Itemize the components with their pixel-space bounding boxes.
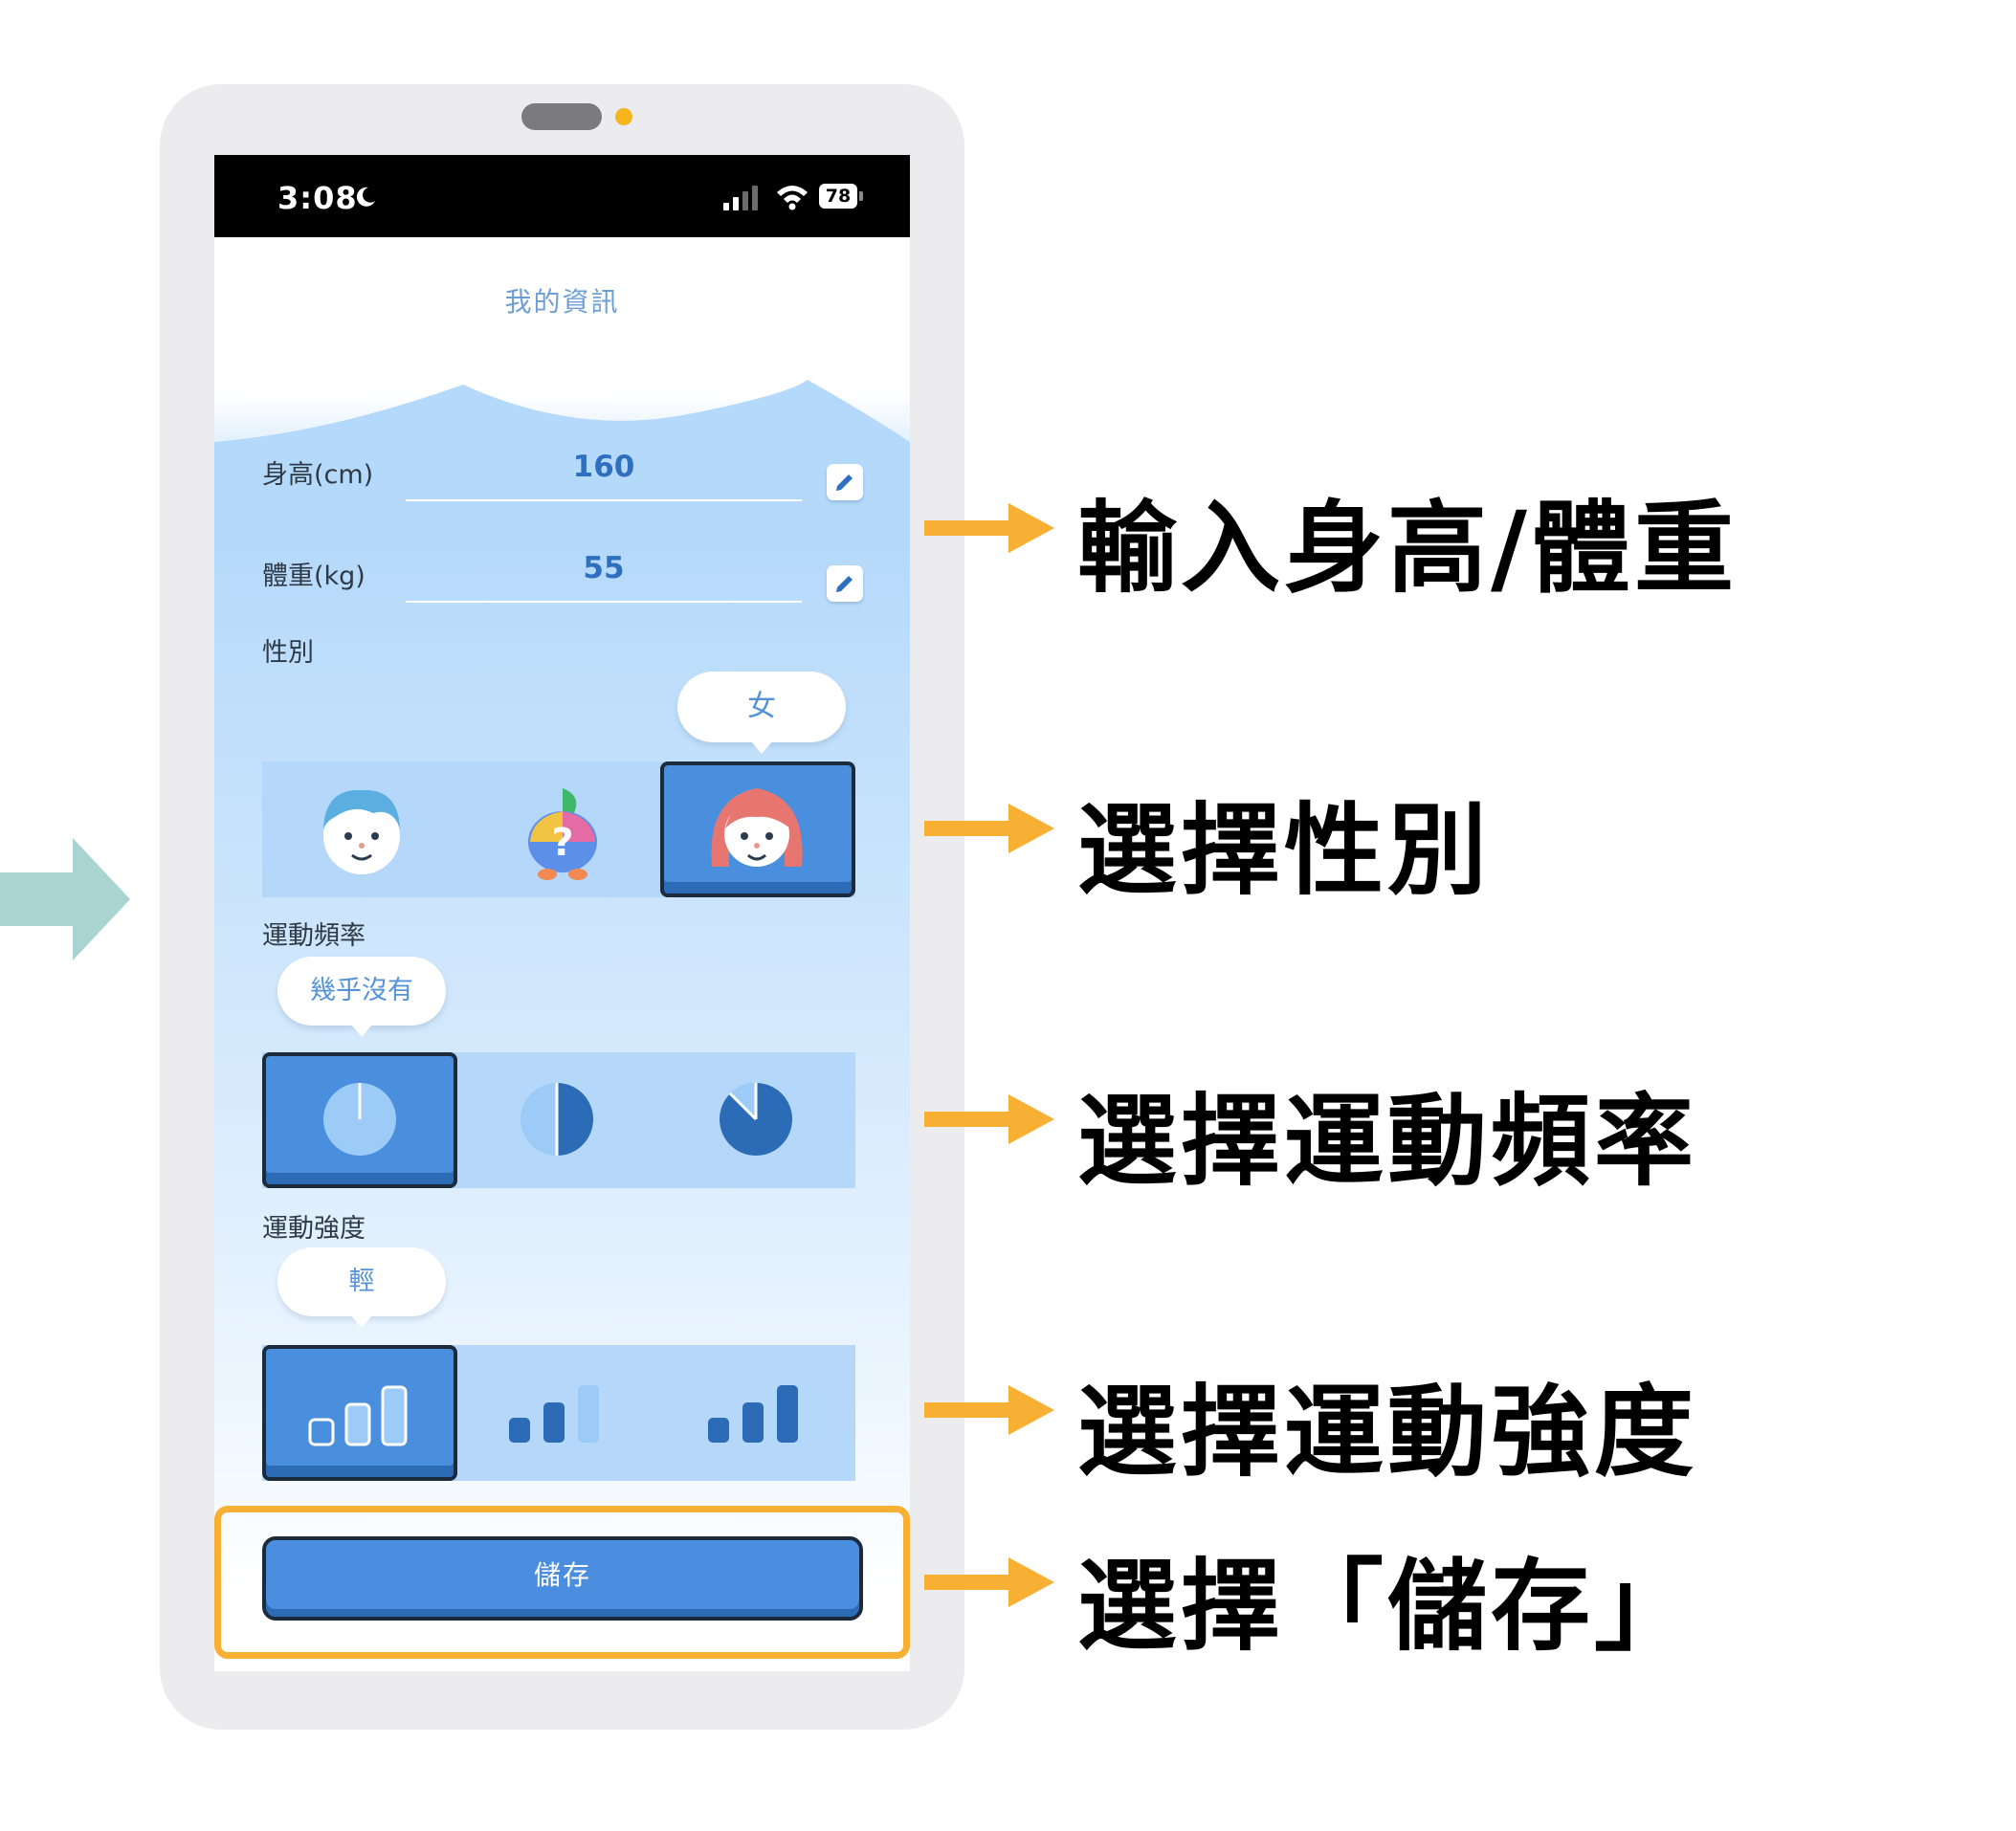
boy-face-icon xyxy=(323,789,400,874)
pie-empty-icon xyxy=(323,1083,396,1156)
annotation-height-weight: 輸入身高/體重 xyxy=(1077,490,1738,607)
frequency-tooltip: 幾乎沒有 xyxy=(277,957,446,1026)
pie-half-icon xyxy=(521,1083,593,1156)
annotation-save: 選擇「儲存」 xyxy=(1077,1548,1698,1665)
pencil-icon xyxy=(836,474,853,491)
annotation-gender: 選擇性別 xyxy=(1077,792,1492,909)
intensity-label: 運動強度 xyxy=(262,1214,366,1244)
status-time: 3:08 xyxy=(277,180,358,216)
annotation-arrow-icon xyxy=(924,1557,1054,1607)
weight-edit-button[interactable] xyxy=(827,565,863,602)
intensity-option-medium[interactable] xyxy=(457,1345,656,1481)
phone-camera xyxy=(615,108,632,125)
pie-mostly-full-icon xyxy=(720,1082,792,1156)
height-underline xyxy=(406,499,802,501)
status-bar: 3:08 78 xyxy=(214,155,910,237)
weight-label: 體重(kg) xyxy=(262,562,366,591)
annotation-arrow-icon xyxy=(924,503,1054,553)
pencil-icon xyxy=(836,576,853,592)
intensity-option-heavy[interactable] xyxy=(656,1345,855,1481)
intensity-option-light[interactable] xyxy=(262,1345,457,1481)
phone-speaker xyxy=(521,103,602,130)
page-title: 我的資訊 xyxy=(504,286,620,318)
gender-label: 性別 xyxy=(262,638,314,668)
moon-icon xyxy=(356,187,375,207)
svg-text:?: ? xyxy=(551,821,573,865)
battery-tip xyxy=(859,191,863,201)
save-highlight-frame xyxy=(214,1506,910,1659)
wifi-icon xyxy=(777,186,808,210)
frequency-option-often[interactable] xyxy=(656,1052,855,1188)
app-screen: 3:08 78 我的資訊 身高(cm) 160 體重(kg) 55 xyxy=(214,155,910,1671)
rainbow-question-icon: ? xyxy=(528,788,597,880)
battery-icon: 78 xyxy=(819,184,857,209)
annotation-intensity: 選擇運動強度 xyxy=(1077,1374,1698,1490)
height-label: 身高(cm) xyxy=(262,460,374,490)
weight-underline xyxy=(406,601,802,603)
frequency-option-sometimes[interactable] xyxy=(457,1052,656,1188)
intensity-tooltip-tail xyxy=(350,1314,373,1328)
girl-face-icon xyxy=(711,788,803,867)
bars-light-icon xyxy=(308,1385,408,1446)
frequency-tooltip-tail xyxy=(350,1024,373,1037)
annotation-arrow-icon xyxy=(924,1385,1054,1435)
frequency-label: 運動頻率 xyxy=(262,921,366,951)
annotation-arrow-icon xyxy=(924,804,1054,853)
bars-heavy-icon xyxy=(708,1385,798,1443)
gender-tooltip-tail xyxy=(750,740,773,754)
bars-medium-icon xyxy=(509,1385,599,1443)
wave-decoration xyxy=(214,380,910,557)
gender-option-boy[interactable] xyxy=(262,761,461,897)
height-edit-button[interactable] xyxy=(827,464,863,500)
gender-tooltip: 女 xyxy=(677,672,846,742)
gender-option-other[interactable]: ? xyxy=(461,761,660,897)
height-input[interactable]: 160 xyxy=(572,450,635,484)
intensity-tooltip: 輕 xyxy=(277,1247,446,1316)
save-button[interactable]: 儲存 xyxy=(262,1536,863,1621)
annotation-arrow-icon xyxy=(924,1094,1054,1144)
frequency-option-rarely[interactable] xyxy=(262,1052,457,1188)
left-arrow-icon xyxy=(0,838,130,960)
signal-icon xyxy=(723,186,758,210)
annotation-frequency: 選擇運動頻率 xyxy=(1077,1083,1698,1200)
gender-option-girl[interactable] xyxy=(660,761,855,897)
weight-input[interactable]: 55 xyxy=(583,551,625,585)
